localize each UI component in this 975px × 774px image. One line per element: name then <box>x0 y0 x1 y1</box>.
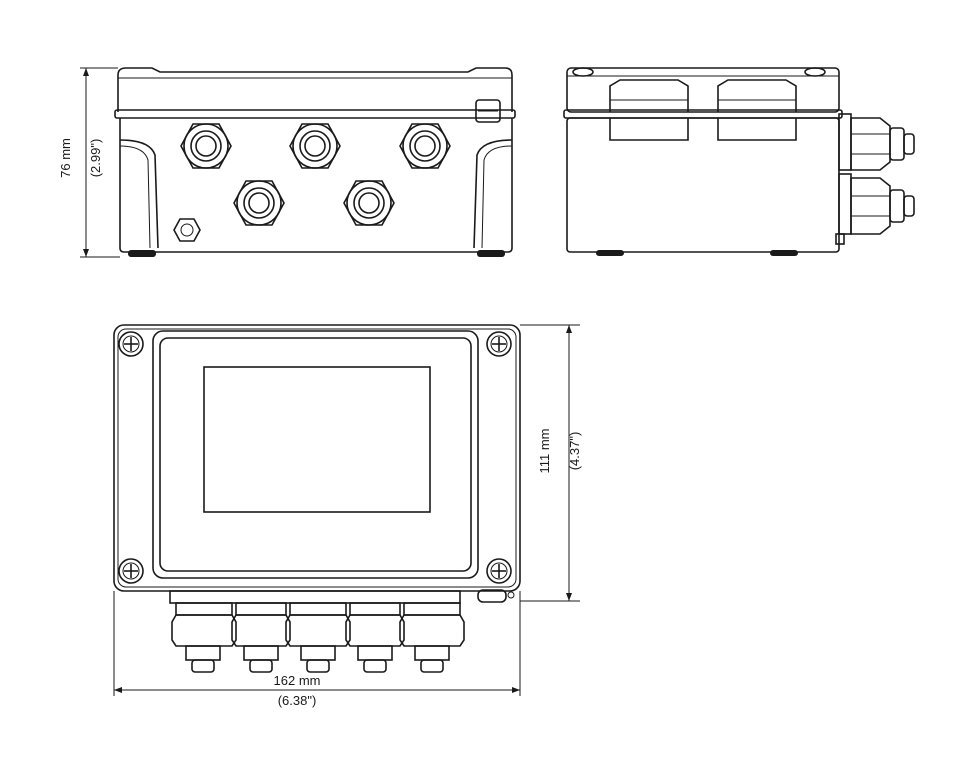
depth-dimension: 111 mm (4.37") <box>520 324 582 602</box>
height-metric-label: 76 mm <box>58 138 73 178</box>
plan-glands <box>169 590 465 673</box>
width-imperial-label: (6.38") <box>278 693 317 708</box>
screw-icon <box>118 331 144 357</box>
depth-imperial-label: (4.37") <box>567 432 582 471</box>
plan-view <box>113 324 521 673</box>
side-gland-lower <box>838 173 915 235</box>
gland-top-1 <box>180 123 232 169</box>
side-view <box>563 67 915 256</box>
height-imperial-label: (2.99") <box>88 139 103 178</box>
screw-icon <box>486 331 512 357</box>
width-metric-label: 162 mm <box>274 673 321 688</box>
gland-top-2 <box>289 123 341 169</box>
front-view <box>114 67 516 257</box>
vent-plug-icon <box>173 218 201 242</box>
gland-top-3 <box>399 123 451 169</box>
side-gland-upper <box>838 113 915 171</box>
gland-bottom-1 <box>233 180 285 226</box>
width-dimension: 162 mm (6.38") <box>113 591 521 708</box>
depth-metric-label: 111 mm <box>537 428 552 473</box>
screw-icon <box>486 558 512 584</box>
height-dimension: 76 mm (2.99") <box>58 67 120 258</box>
gland-bottom-2 <box>343 180 395 226</box>
screw-icon <box>118 558 144 584</box>
